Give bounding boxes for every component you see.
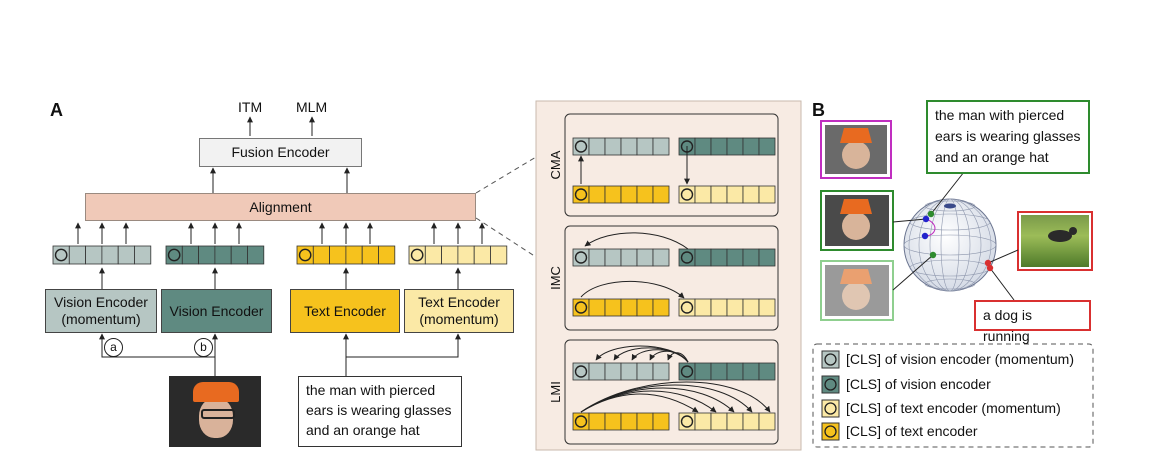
cls-token-icon — [574, 188, 588, 201]
cls-token-icon — [680, 415, 694, 428]
cls-token-icon — [167, 248, 181, 262]
hat-shape — [193, 382, 239, 402]
cls-token-icon — [824, 402, 837, 415]
panel-a-letter: A — [50, 100, 63, 120]
bar-to-align-arrows — [75, 222, 485, 244]
marker-b: b — [194, 338, 213, 357]
text-encoder-momentum: Text Encoder (momentum) — [404, 289, 514, 333]
cma-bar-vision-momentum — [572, 137, 670, 156]
itm-label: ITM — [238, 99, 263, 115]
image-input-lines — [99, 333, 218, 376]
caption-dog: a dog is running — [974, 300, 1091, 344]
lmi-bar-vision-momentum — [572, 362, 670, 381]
thumb-dog — [1017, 211, 1093, 271]
lmi-bar-vision — [678, 362, 776, 381]
token-bar-text — [296, 245, 396, 265]
cls-token-icon — [680, 301, 694, 314]
lmi-arrows-top — [595, 345, 689, 363]
cma-bar-vision — [678, 137, 776, 156]
row-label-cma: CMA — [548, 150, 563, 180]
zoom-line-top — [475, 156, 537, 194]
mlm-label: MLM — [296, 99, 328, 115]
lmi-bar-text — [572, 412, 670, 431]
glasses-shape — [201, 409, 235, 419]
cls-token-icon — [574, 301, 588, 314]
imc-bar-text-momentum — [678, 298, 776, 317]
cls-token-icon — [574, 140, 588, 153]
row-label-lmi: LMI — [548, 381, 563, 403]
vision-encoder: Vision Encoder — [161, 289, 272, 333]
imc-bar-text — [572, 298, 670, 317]
row-label-imc: IMC — [548, 266, 563, 290]
token-bar-vision — [165, 245, 265, 265]
legend-item-vision: [CLS] of vision encoder — [846, 376, 991, 392]
vision-encoder-momentum: Vision Encoder (momentum) — [45, 289, 157, 333]
cls-token-icon — [680, 251, 694, 264]
thumb-green — [820, 190, 894, 251]
encoder-to-bar-arrows — [99, 267, 461, 289]
text-encoder: Text Encoder — [290, 289, 400, 333]
input-caption: the man with pierced ears is wearing gla… — [298, 376, 462, 447]
embedding-sphere — [903, 198, 997, 292]
panel-b-letter: B — [812, 100, 825, 120]
cls-token-icon — [824, 378, 837, 391]
cls-token-icon — [574, 365, 588, 378]
cls-token-icon — [410, 248, 424, 262]
zoom-line-bottom — [475, 217, 537, 258]
fusion-encoder: Fusion Encoder — [199, 138, 362, 167]
lmi-arrows-bottom — [580, 381, 771, 413]
legend-swatches — [821, 350, 840, 441]
imc-arrow-bottom — [580, 280, 685, 299]
sphere-points — [921, 210, 994, 272]
sphere-connectors — [892, 171, 1019, 301]
imc-bar-vision — [678, 248, 776, 267]
cls-token-icon — [680, 188, 694, 201]
alignment-block: Alignment — [85, 193, 476, 221]
legend-item-vision-momentum: [CLS] of vision encoder (momentum) — [846, 351, 1074, 367]
thumb-magenta — [820, 120, 892, 179]
text-input-lines — [343, 333, 461, 376]
cls-token-icon — [298, 248, 312, 262]
thumb-light-green — [820, 260, 894, 321]
cls-token-icon — [824, 353, 837, 366]
legend-item-text: [CLS] of text encoder — [846, 423, 978, 439]
imc-arrow-top — [584, 232, 689, 250]
marker-a: a — [104, 338, 123, 357]
lmi-bar-text-momentum — [678, 412, 776, 431]
token-bar-vision-momentum — [52, 245, 152, 265]
imc-bar-vision-momentum — [572, 248, 670, 267]
cma-bar-text — [572, 185, 670, 204]
cls-token-icon — [680, 365, 694, 378]
cls-token-icon — [574, 251, 588, 264]
input-image — [169, 376, 261, 447]
legend-item-text-momentum: [CLS] of text encoder (momentum) — [846, 400, 1061, 416]
token-bars-panel-a — [52, 245, 508, 265]
cma-bar-text-momentum — [678, 185, 776, 204]
cls-token-icon — [574, 415, 588, 428]
token-bar-text-momentum — [408, 245, 508, 265]
legend-box — [812, 343, 1094, 448]
caption-man: the man with pierced ears is wearing gla… — [926, 100, 1090, 174]
cls-token-icon — [54, 248, 68, 262]
cls-token-icon — [824, 425, 837, 438]
